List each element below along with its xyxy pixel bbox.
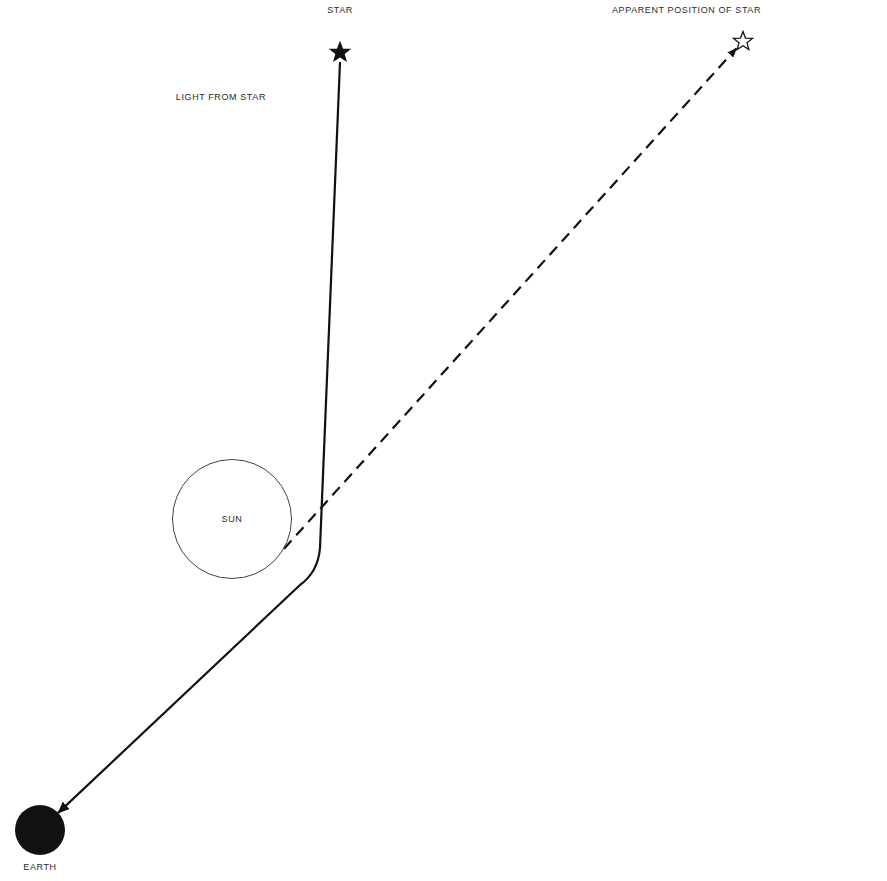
- star-node: STAR: [316, 4, 364, 64]
- star-shape: [330, 43, 349, 61]
- star-shape: [733, 32, 752, 50]
- apparent-star-node: APPARENT POSITION OF STAR: [612, 4, 884, 56]
- star-symbol: [329, 41, 351, 63]
- apparent-star-symbol: [732, 30, 754, 52]
- earth-circle: EARTH: [15, 805, 65, 855]
- edge-label: LIGHT FROM STAR: [174, 91, 268, 103]
- node-label: STAR: [316, 4, 364, 16]
- light-path: [58, 62, 340, 813]
- node-label: SUN: [222, 513, 243, 525]
- sun-circle: SUN: [172, 459, 292, 579]
- node-label: APPARENT POSITION OF STAR: [612, 4, 884, 16]
- apparent-sightline: [284, 48, 736, 548]
- node-label: EARTH: [23, 861, 56, 873]
